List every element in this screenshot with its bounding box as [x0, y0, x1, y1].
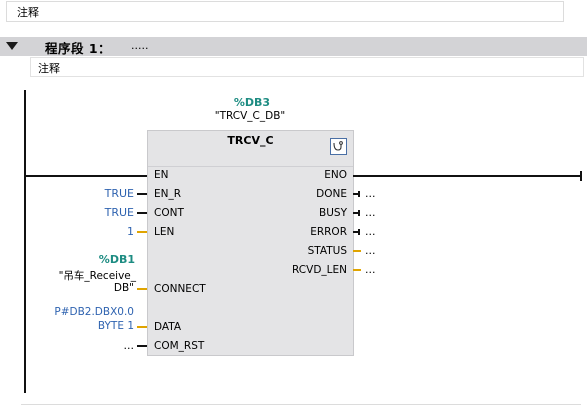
- busy-stub: [353, 212, 359, 214]
- param-connect-db-name-line1[interactable]: "吊车_Receive_: [58, 270, 136, 282]
- len-stub: [137, 231, 147, 233]
- status-stub: [353, 250, 361, 252]
- cont-stub: [137, 212, 147, 214]
- left-power-rail: [24, 90, 26, 393]
- param-busy-value[interactable]: ...: [365, 206, 376, 219]
- instance-db-name[interactable]: "TRCV_C_DB": [214, 110, 286, 122]
- error-stub: [353, 231, 359, 233]
- collapse-triangle-icon[interactable]: [6, 42, 18, 50]
- pin-busy-label: BUSY: [319, 207, 347, 219]
- pin-len-label: LEN: [154, 226, 175, 238]
- param-data-any-pointer-line1[interactable]: P#DB2.DBX0.0: [54, 306, 134, 318]
- instance-db-symbol[interactable]: %DB3: [233, 96, 271, 109]
- network-comment-text: 注释: [38, 62, 60, 75]
- network-header[interactable]: 程序段 1： .....: [0, 37, 587, 56]
- pin-en-label: EN: [154, 169, 169, 181]
- done-stub-tick: [358, 191, 360, 197]
- param-connect-db-symbol[interactable]: %DB1: [98, 253, 135, 266]
- param-len-value[interactable]: 1: [127, 225, 134, 238]
- en-r-stub: [137, 193, 147, 195]
- param-com-rst-value[interactable]: ...: [123, 339, 135, 352]
- busy-stub-tick: [358, 210, 360, 216]
- done-stub: [353, 193, 359, 195]
- com-rst-stub: [137, 345, 147, 347]
- block-comment-text: 注释: [17, 6, 39, 19]
- param-error-value[interactable]: ...: [365, 225, 376, 238]
- en-power-wire: [25, 175, 147, 177]
- pin-connect-label: CONNECT: [154, 283, 206, 295]
- block-name: TRCV_C: [227, 134, 274, 147]
- block-header: TRCV_C: [148, 131, 353, 165]
- pin-rcvd-len-label: RCVD_LEN: [292, 264, 347, 276]
- eno-power-wire: [353, 175, 581, 177]
- pin-en-r-label: EN_R: [154, 188, 182, 200]
- right-rail-terminator: [580, 171, 582, 181]
- network-title: 程序段 1：: [45, 41, 112, 56]
- pin-status-label: STATUS: [307, 245, 347, 257]
- pin-com-rst-label: COM_RST: [154, 340, 205, 352]
- param-rcvd-len-value[interactable]: ...: [365, 263, 376, 276]
- trcv-c-block[interactable]: TRCV_C EN EN_R CONT LEN CONNECT DATA COM…: [147, 130, 354, 356]
- network-title-field[interactable]: .....: [131, 39, 149, 52]
- rcvd-len-stub: [353, 269, 361, 271]
- network-comment-field[interactable]: 注释: [30, 57, 584, 77]
- pin-cont-label: CONT: [154, 207, 184, 219]
- pin-error-label: ERROR: [310, 226, 347, 238]
- data-stub: [137, 326, 147, 328]
- pin-done-label: DONE: [316, 188, 347, 200]
- param-status-value[interactable]: ...: [365, 244, 376, 257]
- param-en-r-value[interactable]: TRUE: [104, 187, 134, 200]
- network-bottom-divider: [21, 404, 581, 405]
- block-comment-field[interactable]: 注释: [6, 1, 564, 22]
- block-header-separator: [148, 166, 353, 167]
- pin-eno-label: ENO: [324, 169, 347, 181]
- param-cont-value[interactable]: TRUE: [104, 206, 134, 219]
- param-connect-db-name-line2[interactable]: DB": [113, 282, 134, 294]
- param-done-value[interactable]: ...: [365, 187, 376, 200]
- error-stub-tick: [358, 229, 360, 235]
- pin-data-label: DATA: [154, 321, 182, 333]
- instruction-help-icon[interactable]: [330, 138, 347, 155]
- param-data-any-pointer-line2[interactable]: BYTE 1: [97, 320, 134, 332]
- connect-stub: [137, 288, 147, 290]
